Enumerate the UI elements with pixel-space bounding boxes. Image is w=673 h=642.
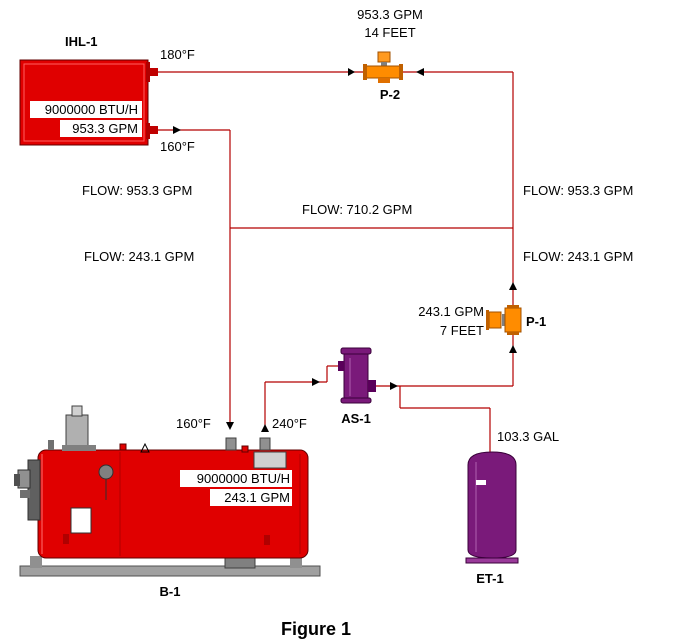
boiler-foot (30, 556, 42, 568)
flow-label-right-upper: FLOW: 953.3 GPM (523, 183, 633, 198)
pump-p2-icon[interactable] (363, 51, 403, 83)
boiler-b1[interactable] (14, 405, 321, 577)
flow-label-right-lower: FLOW: 243.1 GPM (523, 249, 633, 264)
arrow-icon (173, 126, 181, 134)
boiler-flow-box (210, 489, 292, 506)
air-separator-tag: AS-1 (341, 411, 371, 426)
boiler-tag: B-1 (160, 584, 181, 599)
heater-tag: IHL-1 (65, 34, 98, 49)
heater-flange-bottom (146, 123, 150, 139)
flow-label-left-lower: FLOW: 243.1 GPM (84, 249, 194, 264)
heater-nozzle-top (150, 68, 158, 76)
air-separator-icon[interactable] (338, 347, 376, 404)
boiler-outlet-temp: 240°F (272, 416, 307, 431)
pump-p1-flow: 243.1 GPM (418, 304, 484, 319)
heater-return-temp: 160°F (160, 139, 195, 154)
pump-p2-tag: P-2 (380, 87, 400, 102)
arrow-icon (312, 378, 320, 386)
flow-arrows (173, 68, 517, 432)
pump-p1-icon[interactable] (486, 305, 522, 335)
expansion-tank-tag: ET-1 (476, 571, 503, 586)
arrow-icon (509, 282, 517, 290)
pump-p1-tag: P-1 (526, 314, 546, 329)
heater-flow: 953.3 GPM (72, 121, 138, 136)
expansion-tank-icon[interactable] (465, 451, 519, 564)
flow-label-left-upper: FLOW: 953.3 GPM (82, 183, 192, 198)
arrow-icon (390, 382, 398, 390)
pump-p2-flow: 953.3 GPM (357, 7, 423, 22)
pump-p1-head: 7 FEET (440, 323, 484, 338)
heater-flange-top (146, 62, 150, 82)
heater-ihl-1[interactable] (19, 59, 158, 146)
boiler-flow: 243.1 GPM (224, 490, 290, 505)
flow-label-bridge: FLOW: 710.2 GPM (302, 202, 412, 217)
boiler-inlet-temp: 160°F (176, 416, 211, 431)
boiler-control-cabinet (65, 414, 89, 448)
expansion-tank-volume: 103.3 GAL (497, 429, 559, 444)
heater-highlight (23, 63, 145, 142)
heater-flow-box (60, 120, 142, 137)
figure-title: Figure 1 (281, 619, 351, 639)
arrow-icon (226, 422, 234, 430)
heater-btu-box (30, 101, 142, 118)
heater-supply-temp: 180°F (160, 47, 195, 62)
boiler-btu: 9000000 BTU/H (197, 471, 290, 486)
boiler-access-panel (70, 507, 92, 534)
arrow-icon (261, 424, 269, 432)
arrow-icon (416, 68, 424, 76)
heater-btu: 9000000 BTU/H (45, 102, 138, 117)
pipe-network (158, 71, 514, 452)
pump-p2-head: 14 FEET (364, 25, 415, 40)
arrow-icon (348, 68, 355, 76)
boiler-foot (290, 556, 302, 568)
arrow-icon (509, 345, 517, 353)
boiler-btu-box (180, 470, 292, 487)
gauge-icon (98, 464, 114, 480)
boiler-skid (19, 565, 321, 577)
heater-nozzle-bottom (150, 126, 158, 134)
